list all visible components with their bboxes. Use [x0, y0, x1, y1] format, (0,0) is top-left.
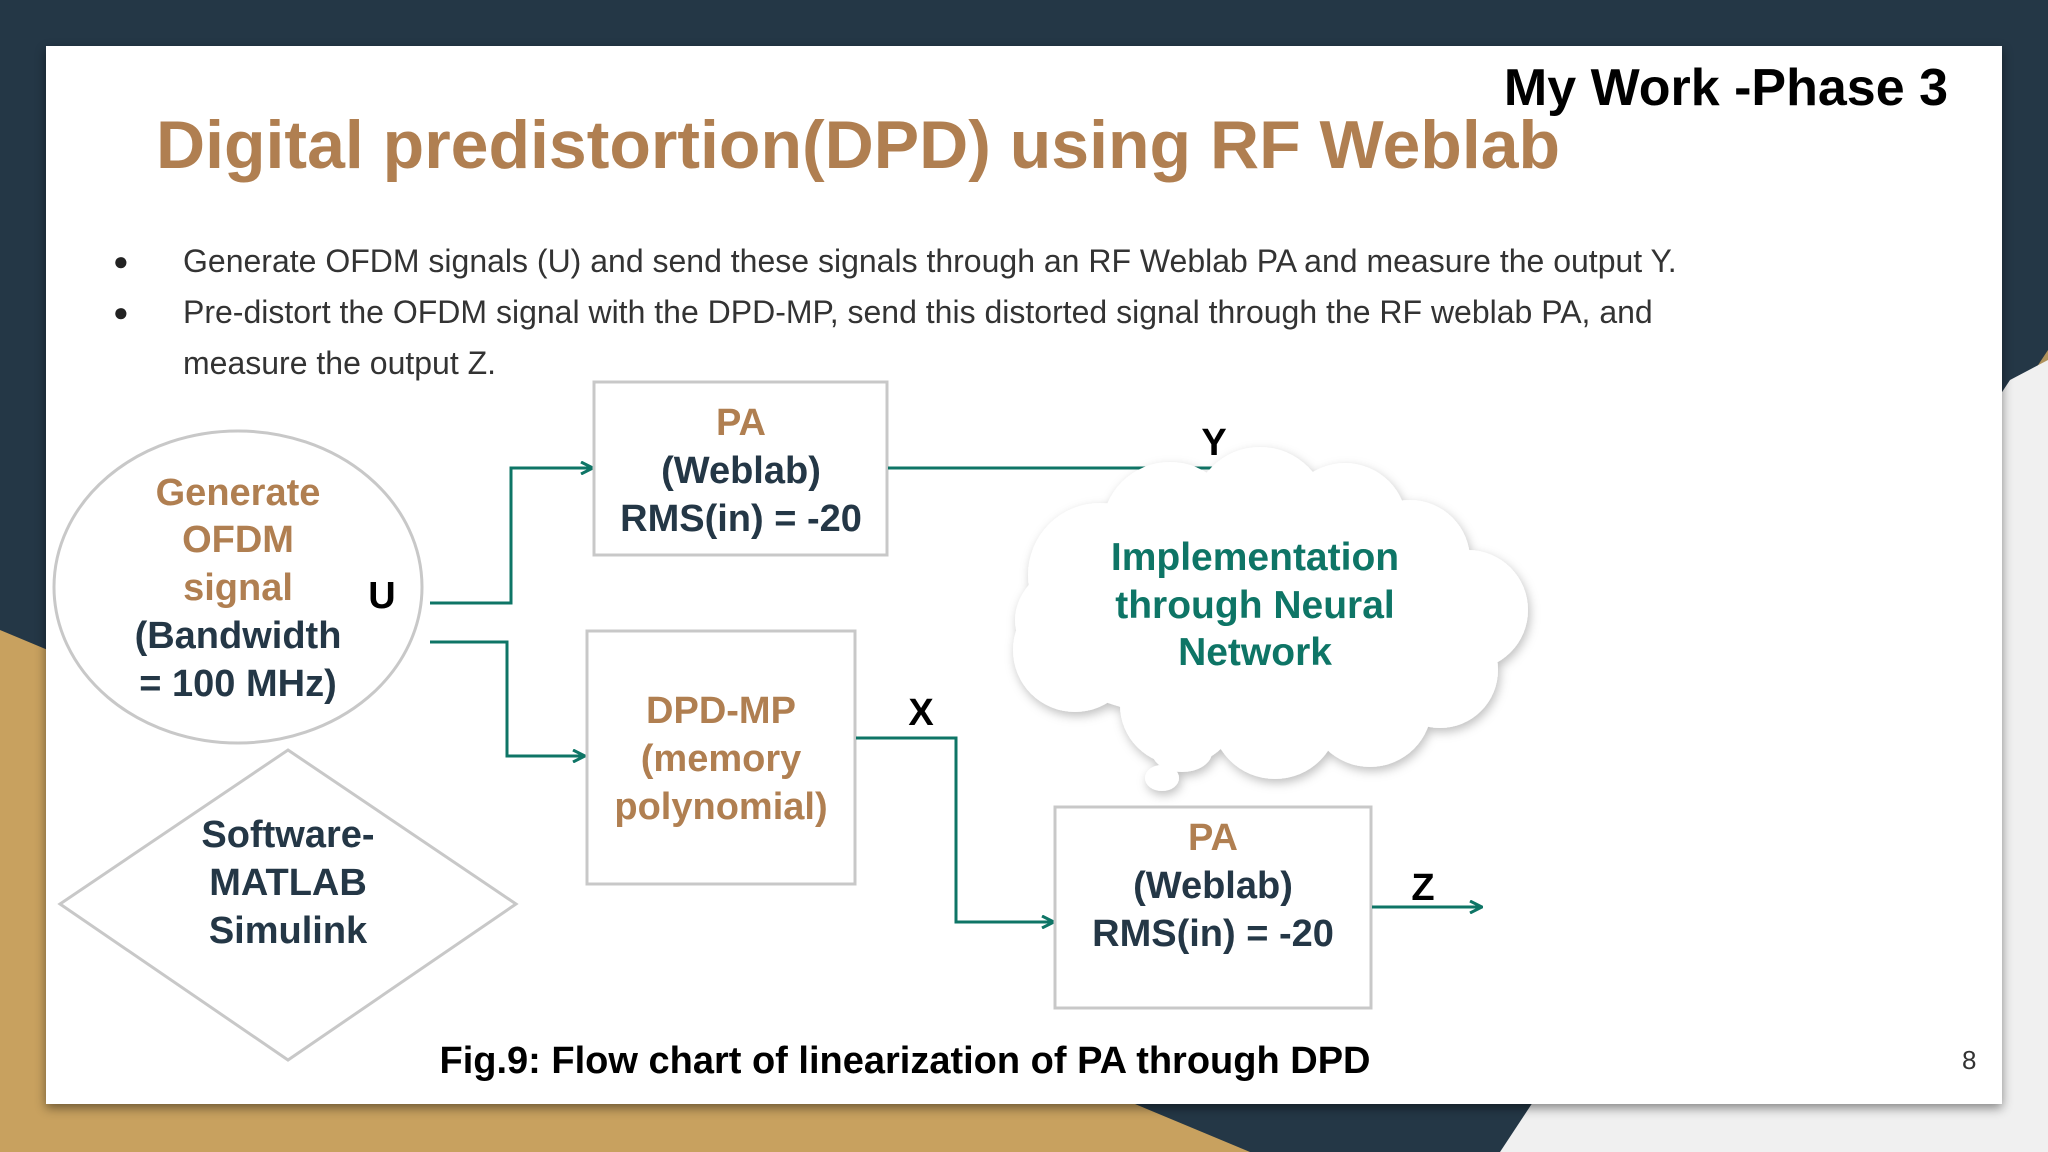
pa-top-line-3: RMS(in) = -20 [620, 498, 862, 540]
arrow-to-pa-bottom [856, 736, 1053, 922]
dpd-line-2: (memory [641, 738, 802, 780]
thought-bubble-large [1152, 732, 1212, 772]
software-node [57, 748, 519, 1062]
label-y: Y [1201, 422, 1226, 464]
thought-bubble-small [1145, 765, 1179, 791]
phase-label: My Work -Phase 3 [1503, 59, 1948, 117]
generator-line-2: OFDM [182, 519, 294, 561]
slide-title: Digital predistortion(DPD) using RF Webl… [156, 107, 1561, 183]
label-u: U [368, 575, 395, 617]
software-line-2: MATLAB [209, 862, 367, 904]
pa-bottom-node [1053, 805, 1373, 1010]
cloud-line-1: Implementation [1111, 536, 1399, 579]
software-line-1: Software- [201, 814, 374, 856]
generator-line-3: signal [183, 567, 293, 609]
neural-network-cloud [1013, 447, 1528, 791]
label-x: X [908, 692, 934, 734]
generator-line-4: (Bandwidth [135, 615, 342, 657]
arrow-to-dpd [430, 640, 584, 756]
pa-top-node [592, 380, 889, 557]
dpd-node [585, 629, 857, 886]
figure-caption: Fig.9: Flow chart of linearization of PA… [439, 1040, 1371, 1082]
pa-top-line-1: PA [716, 402, 766, 444]
pa-bottom-line-2: (Weblab) [1133, 865, 1293, 907]
bullet-item: Generate OFDM signals (U) and send these… [0, 236, 1763, 287]
ofdm-generator-node [52, 429, 424, 745]
dpd-line-1: DPD-MP [646, 690, 796, 732]
pa-top-line-2: (Weblab) [661, 450, 821, 492]
software-line-3: Simulink [209, 910, 368, 952]
page-number: 8 [1962, 1045, 1977, 1075]
pa-bottom-line-1: PA [1188, 817, 1238, 859]
generator-line-1: Generate [156, 472, 321, 514]
generator-line-5: = 100 MHz) [139, 663, 336, 705]
pa-bottom-line-3: RMS(in) = -20 [1092, 913, 1334, 955]
bullet-list: Generate OFDM signals (U) and send these… [0, 236, 1900, 389]
cloud-line-2: through Neural [1115, 584, 1395, 627]
arrow-to-pa-top [430, 468, 592, 605]
dpd-line-3: polynomial) [614, 786, 827, 828]
label-z: Z [1411, 867, 1434, 909]
cloud-line-3: Network [1178, 631, 1332, 674]
bullet-item: Pre-distort the OFDM signal with the DPD… [0, 287, 1763, 389]
